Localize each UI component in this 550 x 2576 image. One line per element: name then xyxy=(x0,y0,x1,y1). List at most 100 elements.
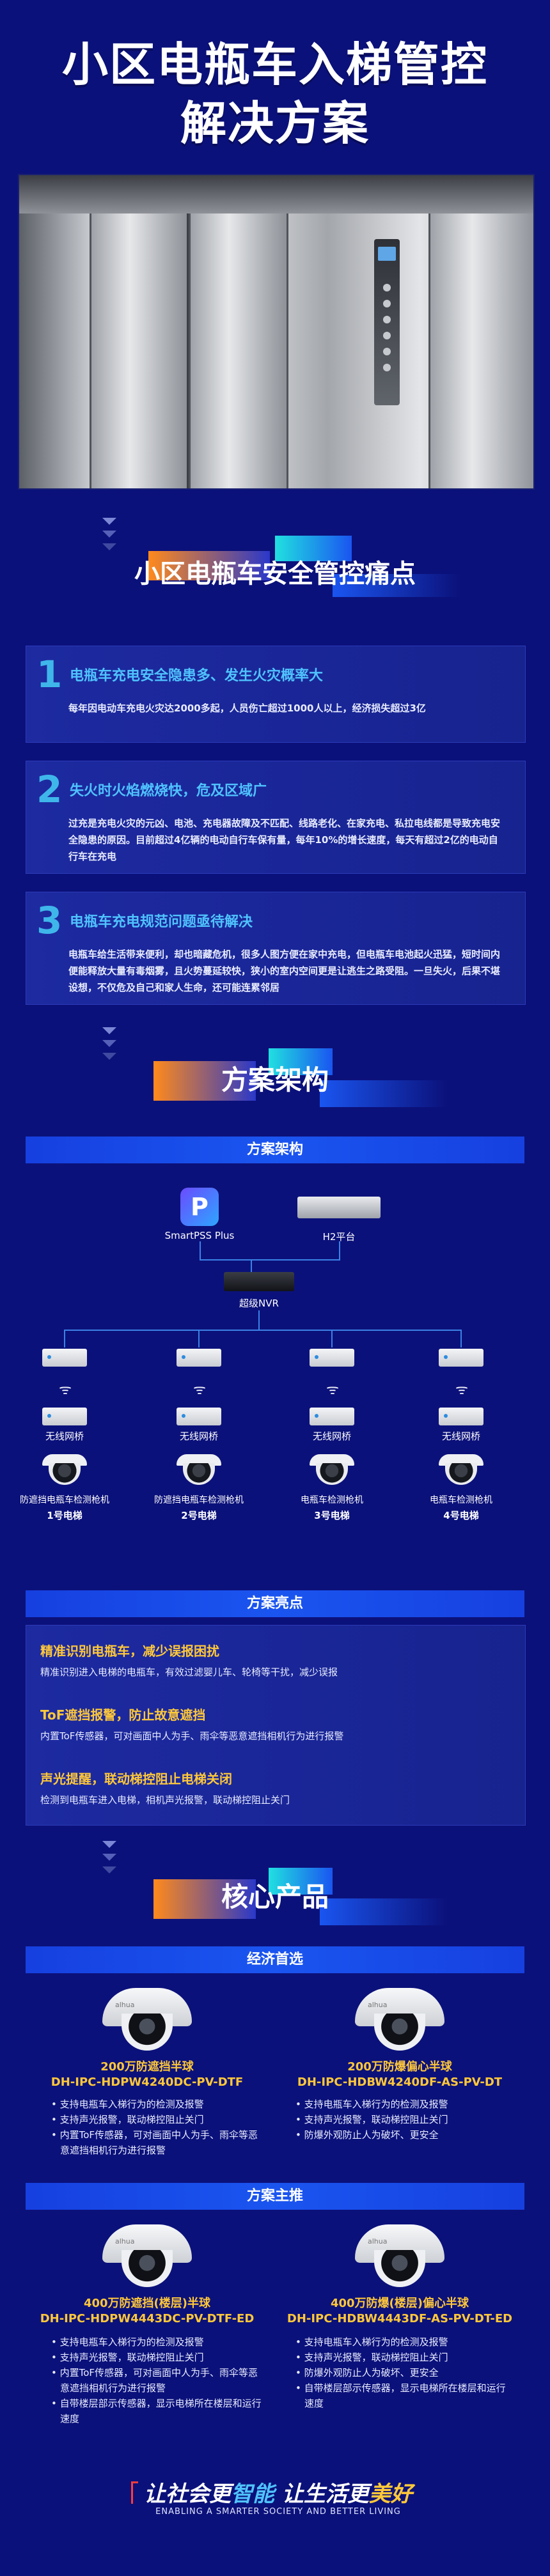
wireless-bridge xyxy=(42,1408,87,1425)
feature-item: • 支持电瓶车入梯行为的检测及报警 xyxy=(295,2099,448,2110)
wireless-bridge xyxy=(310,1349,354,1367)
h2-platform-device xyxy=(297,1197,381,1218)
highlights-label-bar: 方案亮点 xyxy=(26,1590,524,1617)
feature-item: • 支持声光报警，联动梯控阻止关门 xyxy=(295,2352,448,2363)
decorative-bar xyxy=(320,1080,448,1107)
pain-point-title: 失火时火焰燃烧快，危及区域广 xyxy=(70,783,267,799)
product-model: DH-IPC-HDBW4443DF-AS-PV-DT-ED xyxy=(287,2312,513,2325)
dome-camera-icon xyxy=(307,1454,357,1486)
nvr-device xyxy=(224,1272,294,1291)
architecture-diagram: P SmartPSS Plus H2平台 超级NVR ᯤ ᯤ ᯤ ᯤ 无线网桥 … xyxy=(20,1170,524,1579)
chevron-down-icon xyxy=(102,543,116,550)
smartpss-label: SmartPSS Plus xyxy=(164,1230,235,1241)
feature-item: • 内置ToF传感器，可对画面中人为手、雨伞等恶意遮挡相机行为进行报警 xyxy=(51,2367,258,2394)
pain-section-heading: 小区电瓶车安全管控痛点 xyxy=(134,559,416,589)
page-title: 小区电瓶车入梯管控 解决方案 xyxy=(0,35,550,153)
arch-label-bar: 方案架构 xyxy=(26,1137,524,1163)
decorative-bar xyxy=(153,1879,256,1919)
bracket-decoration xyxy=(131,2481,138,2504)
highlight-title: 精准识别电瓶车，减少误报困扰 xyxy=(40,1643,219,1659)
page-title-line2: 解决方案 xyxy=(180,97,370,150)
highlight-title: 声光提醒，联动梯控阻止电梯关闭 xyxy=(40,1771,232,1787)
elevator-label: 4号电梯 xyxy=(443,1510,479,1521)
feature-item: • 支持电瓶车入梯行为的检测及报警 xyxy=(295,2336,448,2348)
wireless-bridge xyxy=(42,1349,87,1367)
decorative-bar xyxy=(333,574,460,597)
dome-camera-icon xyxy=(40,1454,90,1486)
pain-point-card: 1 电瓶车充电安全隐患多、发生火灾概率大 每年因电动车充电火灾达2000多起，人… xyxy=(26,646,526,743)
feature-item: • 支持声光报警，联动梯控阻止关门 xyxy=(295,2114,448,2125)
elevator-label: 1号电梯 xyxy=(47,1510,82,1521)
slogan-text: 让社会更智能 让生活更美好 xyxy=(144,2481,412,2507)
product-brand: alhua xyxy=(368,2001,388,2009)
highlight-text: 精准识别进入电梯的电瓶车，有效过滤婴儿车、轮椅等干扰，减少误报 xyxy=(40,1666,338,1678)
decorative-bar xyxy=(320,1898,448,1925)
product-name-line1: 200万防遮挡半球 xyxy=(100,2060,194,2074)
product-model: DH-IPC-HDPW4240DC-PV-DTF xyxy=(51,2076,244,2089)
chevron-down-icon xyxy=(102,1053,116,1060)
elevator-photo xyxy=(18,174,535,490)
pain-point-number: 1 xyxy=(36,653,63,696)
feature-item: • 防爆外观防止人为破坏、更安全 xyxy=(295,2129,439,2141)
product-name: 400万防遮挡(楼层)半球 DH-IPC-HDPW4443DC-PV-DTF-E… xyxy=(26,2296,269,2327)
highlight-text: 检测到电瓶车进入电梯，相机声光报警，联动梯控阻止关门 xyxy=(40,1794,290,1806)
product-brand: alhua xyxy=(115,2237,135,2246)
feature-item: • 内置ToF传感器，可对画面中人为手、雨伞等恶意遮挡相机行为进行报警 xyxy=(51,2129,258,2156)
wifi-icon: ᯤ xyxy=(455,1382,469,1398)
decorative-bar xyxy=(153,1061,256,1101)
bridge-label: 无线网桥 xyxy=(45,1431,84,1442)
camera-label: 电瓶车检测枪机 xyxy=(301,1495,363,1505)
smartpss-logo-icon: P xyxy=(180,1188,219,1226)
product-brand: alhua xyxy=(115,2001,135,2009)
decorative-bar xyxy=(148,551,270,580)
pain-point-text: 过充是充电火灾的元凶、电池、充电器故障及不匹配、线路老化、在家充电、私拉电线都是… xyxy=(68,818,501,862)
feature-item: • 支持电瓶车入梯行为的检测及报警 xyxy=(51,2099,204,2110)
camera-product-image: alhua xyxy=(96,2218,198,2295)
camera-label: 防遮挡电瓶车检测枪机 xyxy=(20,1495,109,1505)
product-name: 200万防遮挡半球 DH-IPC-HDPW4240DC-PV-DTF xyxy=(26,2060,269,2090)
product-features: • 支持电瓶车入梯行为的检测及报警 • 支持声光报警，联动梯控阻止关门 • 内置… xyxy=(51,2097,262,2158)
wifi-icon: ᯤ xyxy=(58,1382,72,1398)
chevron-down-icon xyxy=(102,531,116,538)
page-title-line1: 小区电瓶车入梯管控 xyxy=(61,38,488,91)
feature-item: • 支持声光报警，联动梯控阻止关门 xyxy=(51,2114,204,2125)
decorative-bar xyxy=(275,536,352,561)
pain-point-text: 每年因电动车充电火灾达2000多起，人员伤亡超过1000人以上，经济损失超过3亿 xyxy=(68,702,426,714)
camera-label: 电瓶车检测枪机 xyxy=(430,1495,492,1505)
wireless-bridge xyxy=(439,1349,483,1367)
elevator-label: 3号电梯 xyxy=(314,1510,350,1521)
product-name-line1: 200万防爆偏心半球 xyxy=(347,2060,452,2074)
nvr-label: 超级NVR xyxy=(239,1298,279,1309)
dome-camera-icon xyxy=(436,1454,486,1486)
camera-product-image: alhua xyxy=(96,1982,198,2058)
product-model: DH-IPC-HDBW4240DF-AS-PV-DT xyxy=(297,2076,503,2089)
wifi-icon: ᯤ xyxy=(192,1382,207,1398)
product-model: DH-IPC-HDPW4443DC-PV-DTF-ED xyxy=(40,2312,255,2325)
dome-camera-icon xyxy=(174,1454,224,1486)
pain-point-title: 电瓶车充电规范问题亟待解决 xyxy=(70,914,253,930)
product-features: • 支持电瓶车入梯行为的检测及报警 • 支持声光报警，联动梯控阻止关门 • 防爆… xyxy=(295,2097,507,2143)
camera-product-image: alhua xyxy=(349,1982,451,2058)
slogan-footer: 让社会更智能 让生活更美好 ENABLING A SMARTER SOCIETY… xyxy=(0,2467,550,2576)
wireless-bridge xyxy=(310,1408,354,1425)
products-section-heading: 核心产品 xyxy=(221,1881,329,1913)
bridge-label: 无线网桥 xyxy=(441,1431,480,1442)
chevron-down-icon xyxy=(102,1841,116,1848)
highlight-title: ToF遮挡报警，防止故意遮挡 xyxy=(40,1707,206,1723)
wifi-icon: ᯤ xyxy=(326,1382,340,1398)
elevator-control-panel xyxy=(374,239,400,405)
camera-label: 防遮挡电瓶车检测枪机 xyxy=(154,1495,244,1505)
product-name-line1: 400万防爆(楼层)偏心半球 xyxy=(330,2297,469,2310)
product-name-line1: 400万防遮挡(楼层)半球 xyxy=(83,2297,211,2310)
slogan-english: ENABLING A SMARTER SOCIETY AND BETTER LI… xyxy=(155,2507,401,2517)
h2-platform-label: H2平台 xyxy=(322,1231,356,1243)
pain-point-card: 3 电瓶车充电规范问题亟待解决 电瓶车给生活带来便利，却也暗藏危机，很多人图方便… xyxy=(26,892,526,1005)
wireless-bridge xyxy=(177,1349,221,1367)
product-name: 400万防爆(楼层)偏心半球 DH-IPC-HDBW4443DF-AS-PV-D… xyxy=(278,2296,521,2327)
pain-point-title: 电瓶车充电安全隐患多、发生火灾概率大 xyxy=(70,668,324,684)
camera-product-image: alhua xyxy=(349,2218,451,2295)
chevron-down-icon xyxy=(102,1040,116,1047)
feature-item: • 自带楼层部示传感器，显示电梯所在楼层和运行速度 xyxy=(51,2398,262,2425)
decorative-bar xyxy=(269,1048,333,1075)
chevron-down-icon xyxy=(102,518,116,525)
